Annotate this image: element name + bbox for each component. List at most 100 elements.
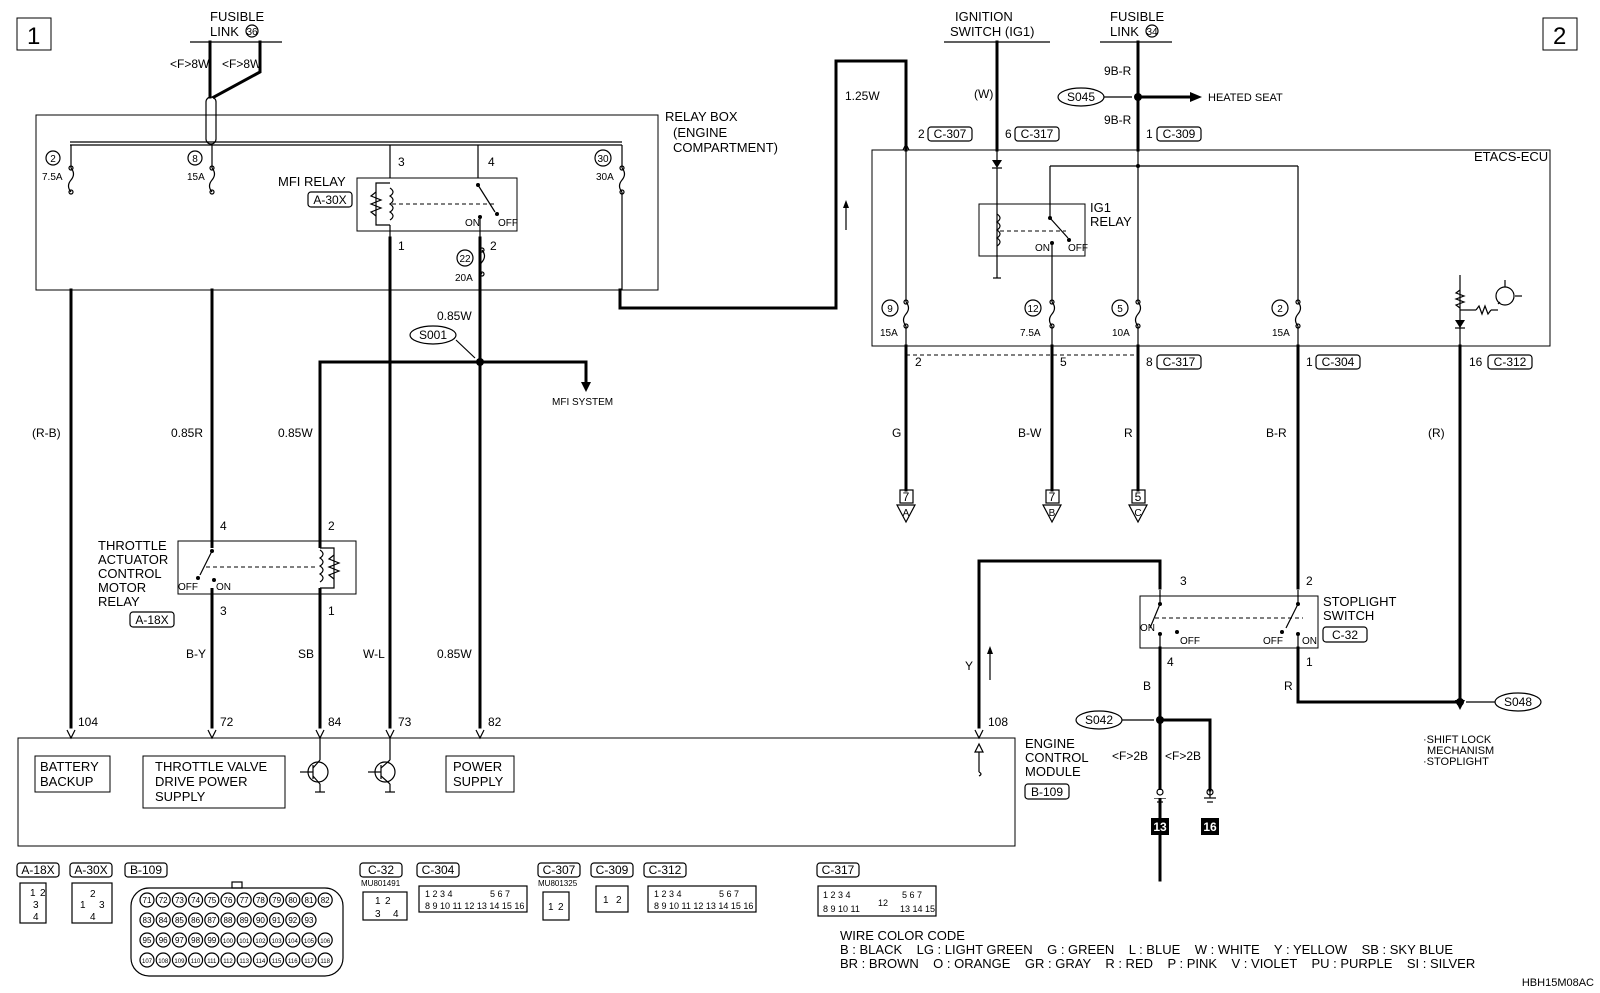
b109-pin-label: 76: [224, 896, 233, 905]
wire-fl36-b: [211, 40, 262, 100]
b109-pin: [301, 932, 317, 948]
b109-pin-label: 71: [143, 896, 152, 905]
wire-br-label: B-R: [1266, 426, 1287, 440]
b109-pin: [171, 952, 187, 968]
svg-text:BACKUP: BACKUP: [40, 774, 93, 789]
ecm-l1: ENGINE: [1025, 736, 1075, 751]
svg-text:B-109: B-109: [130, 863, 162, 877]
b109-pin-label: 117: [304, 959, 314, 965]
svg-text:4: 4: [220, 519, 227, 533]
svg-text:4: 4: [33, 912, 39, 923]
connector-a30x: A-30X 21 34: [69, 862, 113, 924]
svg-text:2: 2: [40, 888, 46, 899]
b109-pin: [188, 932, 204, 948]
svg-text:OFF: OFF: [1263, 636, 1283, 647]
b109-pin-label: 89: [240, 916, 249, 925]
section-2-label: 2: [1553, 23, 1566, 50]
ecm-transistor-73: [368, 738, 396, 793]
b109-pin: [155, 932, 171, 948]
svg-text:2: 2: [328, 519, 335, 533]
battery-backup-box: BATTERY BACKUP: [34, 755, 111, 793]
svg-text:OFF: OFF: [178, 582, 198, 593]
svg-text:15A: 15A: [880, 328, 898, 339]
etacs-label: ETACS-ECU: [1474, 149, 1548, 164]
svg-text:3: 3: [1180, 574, 1187, 588]
fusible-right-l1: FUSIBLE: [1110, 9, 1165, 24]
svg-text:16: 16: [1469, 355, 1483, 369]
ecm-108-arrow: [974, 742, 984, 777]
etacs-conn-c309: C-309: [1163, 127, 1196, 141]
svg-text:C-307: C-307: [543, 863, 576, 877]
b109-pin: [317, 892, 333, 908]
b109-pin: [285, 892, 301, 908]
svg-text:RELAY: RELAY: [98, 594, 140, 609]
b109-pin-label: 98: [191, 936, 200, 945]
svg-text:20A: 20A: [455, 273, 473, 284]
ecm-outline: [17, 737, 1016, 847]
section-2-box: [1542, 17, 1578, 51]
svg-text:2: 2: [90, 889, 96, 900]
ecm-transistor-84: [300, 738, 329, 793]
b109-pin-label: 74: [191, 896, 200, 905]
b109-pin: [317, 932, 333, 948]
b109-pin-label: 107: [142, 959, 153, 965]
etacs-conn-c304: C-304: [1322, 355, 1355, 369]
svg-text:C-32: C-32: [368, 863, 394, 877]
s001-splice: [409, 325, 457, 345]
b109-pin: [139, 912, 155, 928]
svg-text:ON: ON: [465, 218, 480, 229]
svg-text:2: 2: [1277, 304, 1283, 315]
svg-text:MOTOR: MOTOR: [98, 580, 146, 595]
svg-text:SUPPLY: SUPPLY: [155, 789, 206, 804]
b109-pin-label: 114: [256, 959, 266, 965]
b109-pin-label: 81: [305, 896, 314, 905]
b109-pin: [285, 932, 301, 948]
svg-text:A-18X: A-18X: [135, 613, 168, 627]
svg-text:POWER: POWER: [453, 759, 502, 774]
svg-text:3: 3: [99, 900, 105, 911]
b109-pin-label: 105: [304, 939, 315, 945]
b109-pin: [252, 912, 268, 928]
b109-pin-label: 77: [240, 896, 249, 905]
color-code-line2: BR : BROWN O : ORANGE GR : GRAY R : RED …: [840, 956, 1475, 971]
svg-text:16: 16: [1203, 820, 1217, 834]
wire-b-branch: [1158, 718, 1212, 792]
b109-pin: [220, 892, 236, 908]
fusible-right-wire-top: 9B-R: [1104, 64, 1132, 78]
svg-text:7.5A: 7.5A: [42, 172, 63, 183]
b109-pin-label: 108: [158, 959, 169, 965]
svg-text:C: C: [1134, 508, 1141, 519]
b109-pin: [188, 912, 204, 928]
fusible-left-wire-b: <F>8W: [222, 57, 262, 71]
heated-seat-label: HEATED SEAT: [1208, 92, 1283, 104]
fusible-left-num-circle: [245, 24, 259, 38]
connector-b109: B-109: [124, 862, 344, 977]
svg-text:1: 1: [80, 900, 86, 911]
section-1-label: 1: [27, 23, 40, 50]
relay-box-outline: [35, 114, 659, 291]
svg-text:C-317: C-317: [822, 863, 855, 877]
b109-pin: [155, 912, 171, 928]
offpage-5c: 5 C: [1128, 489, 1148, 524]
b109-pin-label: 104: [288, 939, 299, 945]
offpage-7b: 7 B: [1042, 489, 1062, 524]
svg-text:2: 2: [918, 127, 925, 141]
svg-text:15A: 15A: [187, 172, 205, 183]
b109-pin: [236, 952, 252, 968]
svg-text:C-32: C-32: [1332, 628, 1358, 642]
etacs-conn-c307: C-307: [934, 127, 967, 141]
etacs-internal: IG1 RELAY ON OFF: [902, 142, 1522, 346]
svg-text:1: 1: [30, 888, 36, 899]
svg-text:OFF: OFF: [498, 218, 518, 229]
wire-085w-low-label: 0.85W: [437, 647, 472, 661]
etacs-conn-c317-top: C-317: [1021, 127, 1054, 141]
b109-pin: [236, 932, 252, 948]
svg-text:4: 4: [90, 912, 96, 923]
wire-b-label: B: [1143, 679, 1151, 693]
b109-pin-label: 97: [175, 936, 184, 945]
fusible-left-l2: LINK: [210, 24, 239, 39]
svg-text:30A: 30A: [596, 172, 614, 183]
s045-label: S045: [1067, 90, 1095, 104]
